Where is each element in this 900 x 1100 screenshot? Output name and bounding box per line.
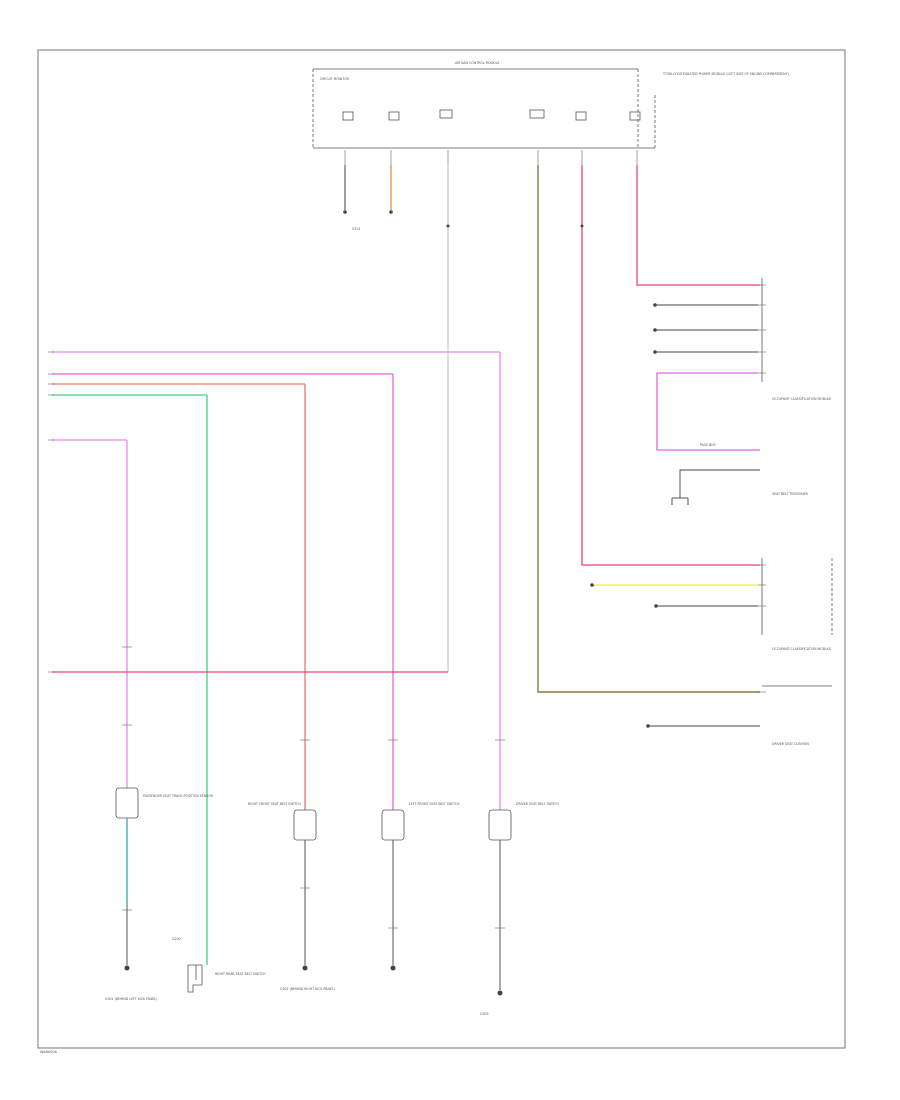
right-front-seat-label: RIGHT FRONT SEAT BELT SWITCH: [248, 802, 301, 806]
ground-bottom-right-label: G303: [480, 1012, 489, 1016]
splice-label: S314: [352, 227, 360, 231]
seat-belt-tensioner-label: SEAT BELT TENSIONER: [772, 492, 809, 496]
seat-belt-tensioner: SEAT BELT TENSIONER PASS BUS: [671, 443, 809, 505]
oc-module-bottom-label: OCCUPANT CLASSIFICATION MODULE: [772, 647, 831, 651]
right-connector-upper: OCCUPANT CLASSIFICATION MODULE: [653, 278, 831, 451]
rear-switch-label: RIGHT REAR SEAT BELT SWITCH: [215, 972, 266, 976]
top-connectors: [344, 150, 638, 165]
left-buses: [52, 351, 501, 965]
bus-terminals: [48, 351, 54, 673]
driver-seat-belt-switch: DRIVER SEAT BELT SWITCH G303: [480, 802, 560, 1016]
top-module-title: AIR BAG CONTROL MODULE: [455, 61, 500, 65]
right-front-seat-belt-switch: RIGHT FRONT SEAT BELT SWITCH G302 (BEHIN…: [248, 802, 335, 991]
top-stubs: S314: [343, 165, 393, 231]
left-front-seat-belt-switch: LEFT FRONT SEAT BELT SWITCH: [381, 802, 460, 971]
left-front-seat-label: LEFT FRONT SEAT BELT SWITCH: [409, 802, 460, 806]
top-long-wires: [446, 165, 760, 693]
occupant-class-module-label: OCCUPANT CLASSIFICATION MODULE: [772, 397, 831, 401]
rear-seat-belt-switch: RIGHT REAR SEAT BELT SWITCH G200: [172, 937, 266, 993]
under-seat-label: DRIVER SEAT CUSHION: [772, 742, 809, 746]
right-connector-lower: OCCUPANT CLASSIFICATION MODULE: [590, 558, 833, 651]
top-module-internals: [342, 109, 641, 121]
passenger-seat-track-label: PASSENGER SEAT TRACK POSITION SENSOR: [143, 794, 214, 798]
ground-bottom-left-label: G301 (BEHIND LEFT KICK PANEL): [105, 997, 157, 1001]
body-ctrl-note: TOTALLY INTEGRATED POWER MODULE (LEFT SI…: [662, 72, 789, 76]
passenger-seat-track-sensor: PASSENGER SEAT TRACK POSITION SENSOR G30…: [105, 787, 214, 1001]
air-bag-control-module-box: AIR BAG CONTROL MODULE CIRCUIT MONITOR T…: [312, 61, 789, 149]
diagram-frame: [37, 49, 846, 1049]
circuit-monitor-label: CIRCUIT MONITOR: [320, 77, 350, 81]
footer-code: WA80006: [40, 1050, 57, 1054]
pass-bus-label: PASS BUS: [700, 443, 716, 447]
g-ground-label: G200: [172, 937, 181, 941]
vertical-connectors: [122, 646, 505, 741]
driver-seat-belt-label: DRIVER SEAT BELT SWITCH: [516, 802, 560, 806]
ground-bottom-mid-label: G302 (BEHIND RIGHT KICK PANEL): [280, 987, 335, 991]
right-connector-bottom: DRIVER SEAT CUSHION: [646, 685, 832, 746]
